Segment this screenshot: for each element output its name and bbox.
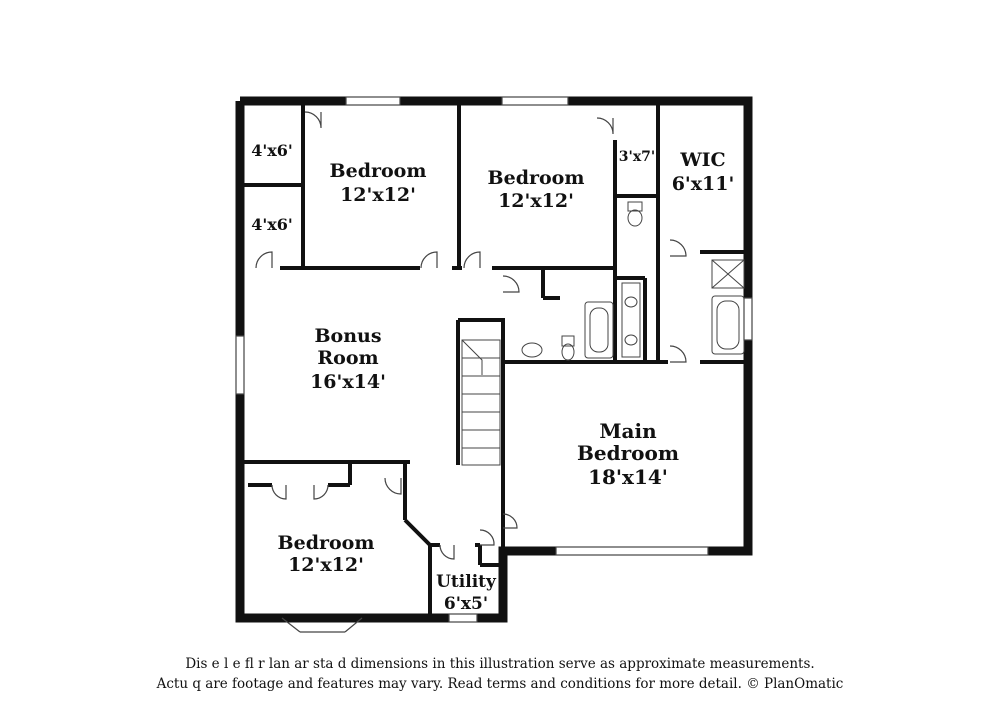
door-swings: [255, 111, 687, 560]
closet-small-dims: 3'x7': [619, 149, 655, 165]
windows: [235, 96, 753, 633]
bonus-room-name-line2: Room: [317, 347, 378, 369]
wic-name: WIC: [679, 149, 725, 171]
bedroom-left-dims: 12'x12': [340, 184, 416, 206]
main-bedroom-name-line2: Bedroom: [577, 441, 679, 465]
disclaimer-line-1: Dis e l e fl r lan ar sta d dimensions i…: [185, 656, 815, 672]
closet-top-dims: 4'x6': [251, 141, 293, 160]
staircase: [461, 339, 501, 466]
interior-walls: [240, 101, 748, 618]
main-bedroom-name-line1: Main: [599, 419, 657, 443]
utility-name: Utility: [436, 572, 497, 592]
bedroom-bottom-name: Bedroom: [278, 532, 375, 554]
bath-fixtures: [521, 201, 745, 361]
utility-dims: 6'x5': [444, 594, 488, 614]
main-bedroom-dims: 18'x14': [588, 465, 668, 489]
closet-bottom-dims: 4'x6': [251, 215, 293, 234]
bonus-room-name-line1: Bonus: [314, 325, 381, 347]
disclaimer-line-2: Actu q are footage and features may vary…: [156, 676, 844, 692]
bedroom-bottom-dims: 12'x12': [288, 554, 364, 576]
wic-dims: 6'x11': [672, 173, 735, 195]
bedroom-left-name: Bedroom: [330, 160, 427, 182]
bonus-room-dims: 16'x14': [310, 371, 386, 393]
bedroom-mid-name: Bedroom: [488, 167, 585, 189]
bedroom-mid-dims: 12'x12': [498, 190, 574, 212]
